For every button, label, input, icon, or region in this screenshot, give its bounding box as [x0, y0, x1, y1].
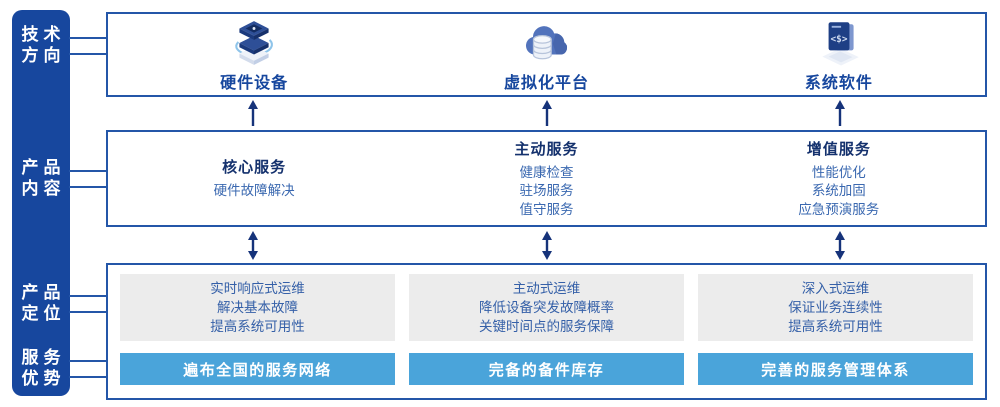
sidebar-label-line: 服务	[21, 348, 66, 367]
service-item: 硬件故障解决	[213, 183, 295, 199]
positioning-points: 深入式运维 保证业务连续性 提高系统可用性	[698, 274, 973, 342]
service-item: 健康检查	[519, 164, 574, 180]
cloud-database-icon	[521, 17, 571, 67]
double-arrow-strip	[106, 231, 987, 260]
up-arrow-icon	[693, 99, 987, 127]
connector-line	[69, 186, 108, 188]
connector-line	[69, 37, 108, 39]
positioning-col-realtime: 实时响应式运维 解决基本故障 提高系统可用性 遍布全国的服务网络	[120, 274, 395, 385]
sidebar-item-service-advantage: 服务 优势	[12, 347, 70, 389]
sidebar-item-product-content: 产品 内容	[12, 157, 70, 199]
up-arrow-strip	[106, 99, 987, 127]
sidebar-label-line: 技术	[21, 25, 66, 44]
double-arrow-icon	[400, 231, 694, 260]
svg-text:<$>: <$>	[830, 34, 847, 45]
double-arrow-icon	[106, 231, 400, 260]
tech-label-hardware: 硬件设备	[220, 74, 289, 92]
connector-line	[69, 360, 108, 362]
tech-label-virtualization: 虚拟化平台	[503, 74, 589, 92]
positioning-point: 降低设备突发故障概率	[479, 300, 614, 316]
positioning-point: 实时响应式运维	[210, 281, 305, 297]
service-item: 值守服务	[519, 201, 574, 217]
tech-col-hardware: 硬件设备	[108, 14, 400, 95]
service-item: 系统加固	[811, 183, 866, 199]
service-item: 驻场服务	[519, 183, 574, 199]
service-col-value-added: 增值服务 性能优化 系统加固 应急预演服务	[693, 132, 985, 225]
up-arrow-icon	[400, 99, 694, 127]
advantage-banner: 完备的备件库存	[409, 353, 684, 385]
positioning-point: 解决基本故障	[217, 300, 298, 316]
sidebar-item-tech-direction: 技术 方向	[12, 24, 70, 66]
code-window-icon: <$>	[814, 17, 864, 67]
service-col-core: 核心服务 硬件故障解决	[108, 132, 400, 225]
positioning-point: 提高系统可用性	[210, 319, 305, 335]
server-stack-icon	[229, 17, 279, 67]
positioning-point: 主动式运维	[512, 281, 581, 297]
sidebar-label-line: 内容	[21, 179, 66, 198]
advantage-banner: 完善的服务管理体系	[698, 353, 973, 385]
product-content-box: 核心服务 硬件故障解决 主动服务 健康检查 驻场服务 值守服务 增值服务 性能优…	[106, 130, 987, 227]
connector-line	[69, 376, 108, 378]
service-item: 性能优化	[811, 164, 866, 180]
tech-direction-box: 硬件设备 虚拟化平台	[106, 12, 987, 97]
product-positioning-box: 实时响应式运维 解决基本故障 提高系统可用性 遍布全国的服务网络 主动式运维 降…	[106, 263, 987, 400]
service-title: 核心服务	[222, 159, 287, 177]
sidebar-label-line: 定位	[21, 304, 66, 323]
positioning-points: 主动式运维 降低设备突发故障概率 关键时间点的服务保障	[409, 274, 684, 342]
service-col-proactive: 主动服务 健康检查 驻场服务 值守服务	[400, 132, 692, 225]
sidebar-label-line: 方向	[21, 46, 66, 65]
sidebar-item-product-positioning: 产品 定位	[12, 282, 70, 324]
tech-label-software: 系统软件	[804, 74, 873, 92]
connector-line	[69, 295, 108, 297]
positioning-point: 保证业务连续性	[788, 300, 883, 316]
positioning-point: 关键时间点的服务保障	[479, 319, 614, 335]
sidebar-label-line: 产品	[21, 158, 66, 177]
double-arrow-icon	[693, 231, 987, 260]
positioning-col-indepth: 深入式运维 保证业务连续性 提高系统可用性 完善的服务管理体系	[698, 274, 973, 385]
positioning-point: 提高系统可用性	[788, 319, 883, 335]
tech-col-software: <$> 系统软件	[693, 14, 985, 95]
tech-col-virtualization: 虚拟化平台	[400, 14, 692, 95]
service-item: 应急预演服务	[798, 201, 880, 217]
sidebar-label-line: 优势	[21, 369, 66, 388]
service-title: 主动服务	[514, 140, 579, 158]
service-title: 增值服务	[806, 140, 871, 158]
connector-line	[69, 170, 108, 172]
positioning-point: 深入式运维	[801, 281, 870, 297]
sidebar-pill	[12, 10, 70, 396]
connector-line	[69, 311, 108, 313]
advantage-banner: 遍布全国的服务网络	[120, 353, 395, 385]
sidebar-label-line: 产品	[21, 283, 66, 302]
connector-line	[69, 53, 108, 55]
positioning-col-proactive: 主动式运维 降低设备突发故障概率 关键时间点的服务保障 完备的备件库存	[409, 274, 684, 385]
up-arrow-icon	[106, 99, 400, 127]
positioning-points: 实时响应式运维 解决基本故障 提高系统可用性	[120, 274, 395, 342]
